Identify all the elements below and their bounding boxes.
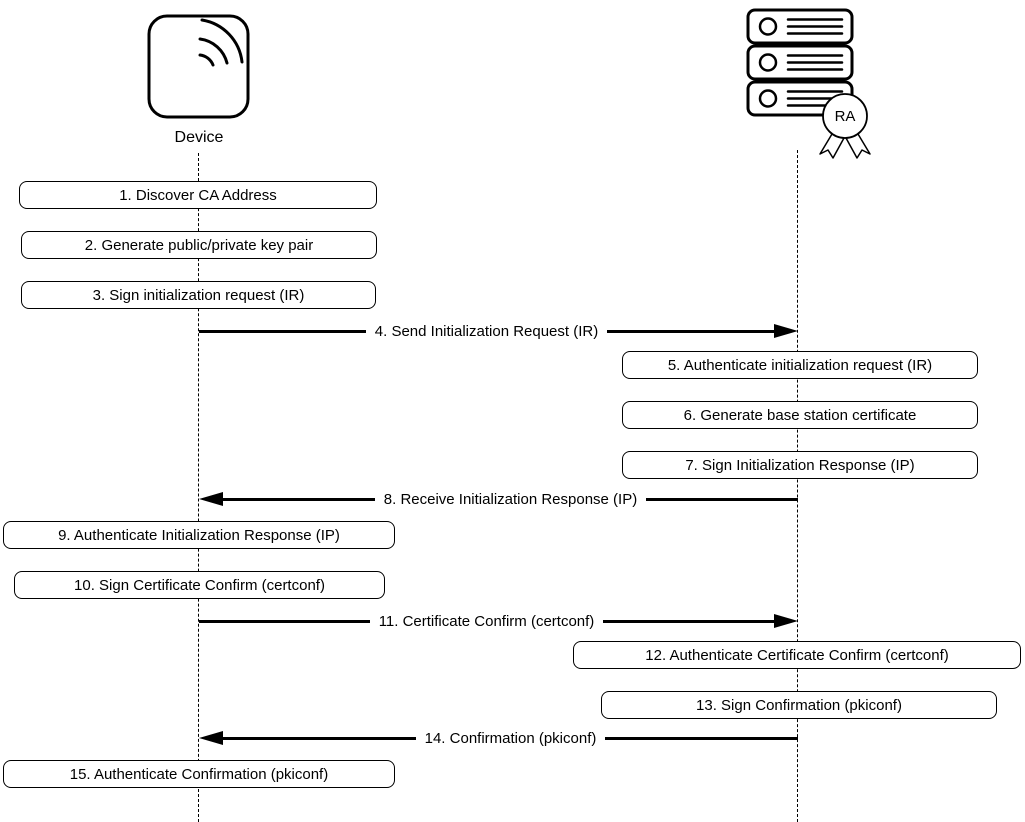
device-lifeline	[198, 153, 199, 822]
step-box-6: 6. Generate base station certificate	[622, 401, 978, 429]
message-arrow-8: 8. Receive Initialization Response (IP)	[199, 489, 798, 509]
arrow-line	[223, 736, 416, 740]
arrow-line	[605, 736, 798, 740]
server-vent-lines	[786, 18, 844, 107]
arrow-line	[199, 619, 370, 623]
message-arrow-11: 11. Certificate Confirm (certconf)	[199, 611, 798, 631]
message-label-4: 4. Send Initialization Request (IR)	[374, 322, 599, 340]
wireless-device-icon	[147, 14, 250, 119]
step-box-1: 1. Discover CA Address	[19, 181, 377, 209]
message-arrow-14: 14. Confirmation (pkiconf)	[199, 728, 798, 748]
arrow-line	[646, 497, 798, 501]
arrowhead-left-icon	[199, 492, 223, 506]
server-stack-icon: RA	[746, 8, 871, 159]
server-indicator-lights	[758, 17, 778, 108]
step-box-3: 3. Sign initialization request (IR)	[21, 281, 376, 309]
arrowhead-right-icon	[774, 324, 799, 338]
step-box-12: 12. Authenticate Certificate Confirm (ce…	[573, 641, 1021, 669]
arrowhead-right-icon	[774, 614, 798, 628]
message-label-8: 8. Receive Initialization Response (IP)	[383, 490, 638, 508]
arrow-line	[199, 329, 366, 333]
step-box-13: 13. Sign Confirmation (pkiconf)	[601, 691, 997, 719]
actor-label-device: Device	[174, 129, 224, 146]
ra-badge-label: RA	[835, 108, 856, 125]
step-box-7: 7. Sign Initialization Response (IP)	[622, 451, 978, 479]
arrow-line	[223, 497, 375, 501]
ra-certificate-badge-icon: RA	[819, 93, 871, 159]
arrow-line	[603, 619, 774, 623]
arrow-line	[607, 329, 775, 333]
step-box-15: 15. Authenticate Confirmation (pkiconf)	[3, 760, 395, 788]
step-box-2: 2. Generate public/private key pair	[21, 231, 377, 259]
step-box-9: 9. Authenticate Initialization Response …	[3, 521, 395, 549]
ra-lifeline	[797, 150, 798, 822]
arrowhead-left-icon	[199, 731, 223, 745]
message-arrow-4: 4. Send Initialization Request (IR)	[199, 321, 799, 341]
message-label-14: 14. Confirmation (pkiconf)	[424, 729, 597, 747]
step-box-10: 10. Sign Certificate Confirm (certconf)	[14, 571, 385, 599]
wifi-waves-icon	[198, 18, 244, 67]
message-label-11: 11. Certificate Confirm (certconf)	[378, 612, 595, 630]
step-box-5: 5. Authenticate initialization request (…	[622, 351, 978, 379]
